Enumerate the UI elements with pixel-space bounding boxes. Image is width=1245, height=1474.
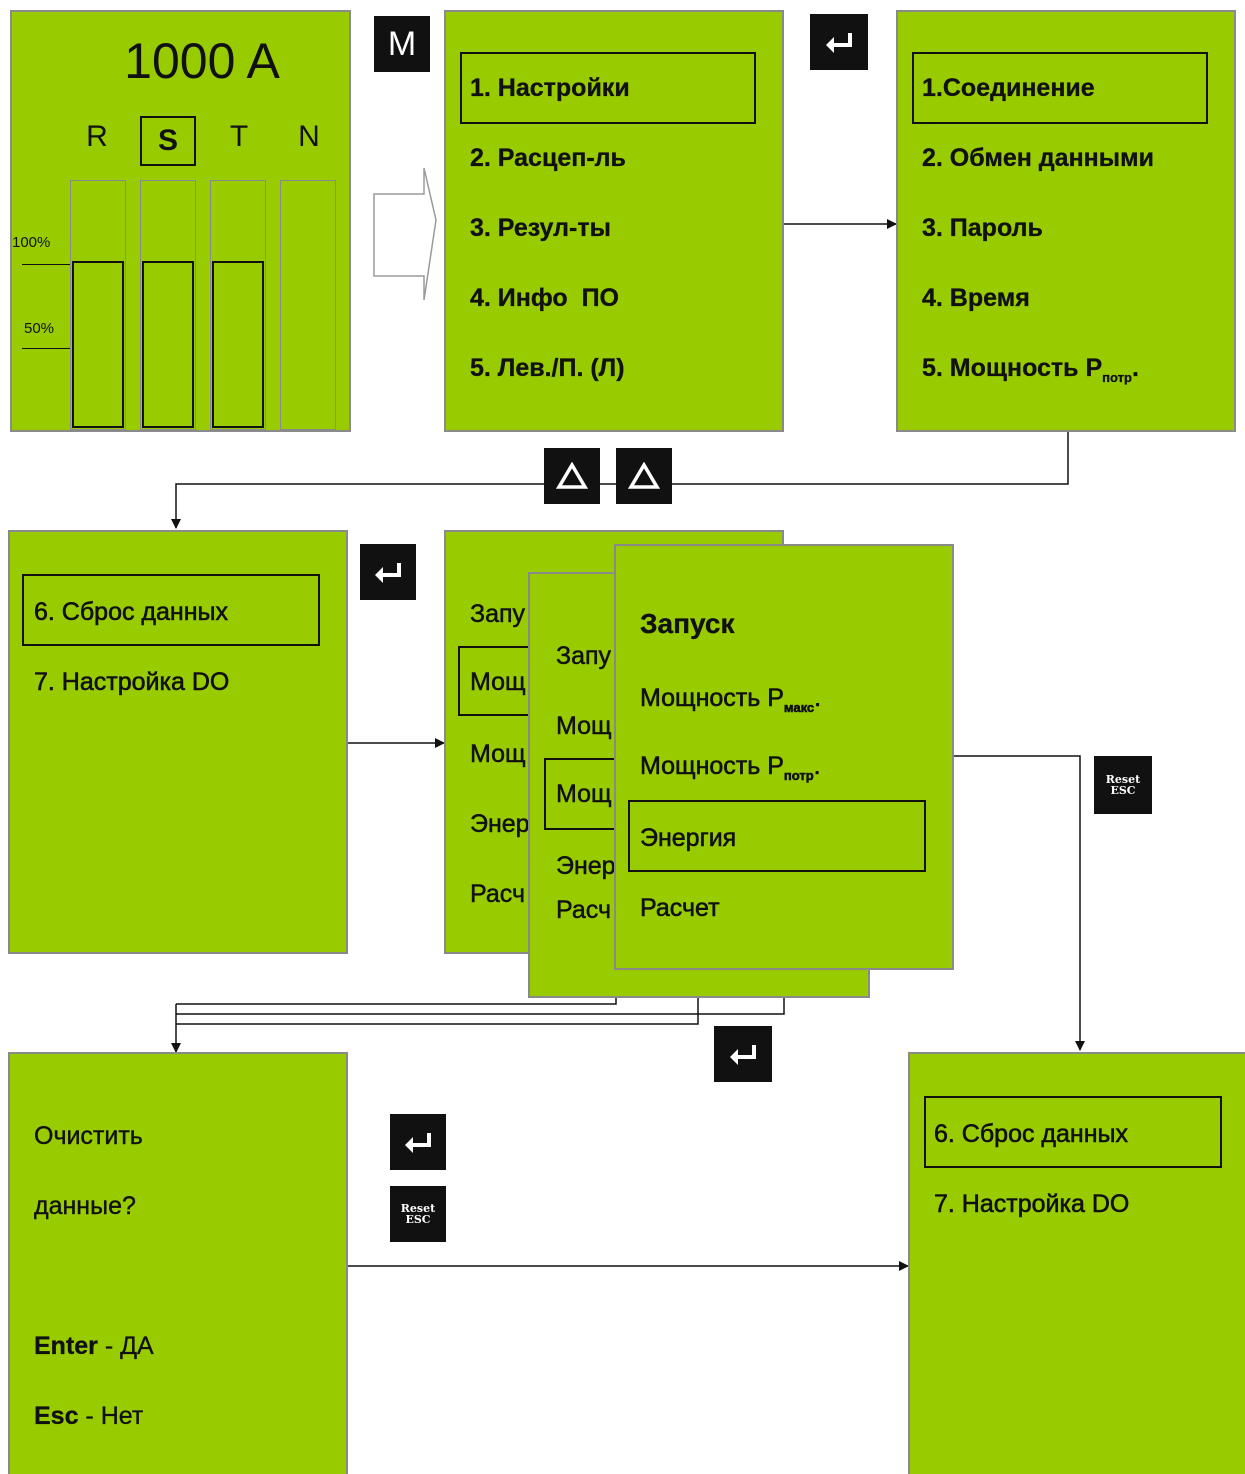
reset-key-bottom-label: ESC [1110,784,1136,797]
transition-arrow-icon [373,167,437,301]
settings-item-password[interactable]: 3. Пароль [922,214,1043,242]
up-key-2[interactable] [616,448,672,504]
settings-item-reset-data[interactable]: 6. Сброс данных [34,598,229,627]
result-menu-panel: 6. Сброс данных 7. Настройка DO [908,1052,1245,1474]
reset-back-item-pmax: Мощ [470,668,526,697]
settings-item-power-label: 5. Мощность P [922,354,1103,382]
settings-menu-panel: 1.Соединение 2. Обмен данными 3. Пароль … [896,10,1236,432]
confirm-esc-no[interactable]: Esc - Нет [34,1402,144,1431]
reset-front-pmax-suffix: . [814,684,822,713]
scale-50-line [22,348,70,349]
phase-r-bar [72,261,124,428]
reset-back-item-start: Запу [470,600,526,629]
enter-key[interactable] [810,14,868,70]
settings-item-data-exchange[interactable]: 2. Обмен данными [922,144,1154,172]
enter-key[interactable] [360,544,416,600]
reset-esc-key[interactable]: Reset ESC [390,1186,446,1242]
confirm-clear-panel: Очистить данные? Enter - ДА Esc - Нет [8,1052,348,1474]
reset-front-item-pcons[interactable]: Мощность Pпотр. [640,752,821,784]
reset-esc-key[interactable]: Reset ESC [1094,756,1152,814]
reset-front-pcons-sub: потр [783,768,814,784]
reset-back-item-calc: Расч [470,880,526,909]
phase-t-bar [212,261,264,428]
reset-front-title: Запуск [640,608,735,639]
reset-key-top-label: Reset [400,1202,436,1215]
up-key[interactable] [544,448,600,504]
phase-t-label: T [229,120,249,153]
main-menu-item-firmware-info[interactable]: 4. Инфо ПО [470,284,619,312]
phase-n-bar-frame [280,180,336,430]
current-meter-panel: 1000 A R S T N 100% 50% [10,10,351,432]
reset-front-selection [628,800,926,872]
settings-item-time[interactable]: 4. Время [922,284,1030,312]
phase-t-bar-frame [210,180,266,430]
enter-arrow-icon [405,1133,431,1153]
reset-key-top-label: Reset [1105,773,1141,786]
main-menu-selection [460,52,756,124]
triangle-up-icon [628,462,660,489]
reset-mid-item-energy: Энер [556,852,616,881]
enter-arrow-icon [826,33,852,53]
scale-100-label: 100% [12,234,51,251]
reset-mid-item-calc: Расч [556,896,612,925]
reset-front-item-calc[interactable]: Расчет [640,894,720,923]
scale-100-line [22,264,70,265]
enter-key[interactable] [714,1026,772,1082]
main-menu-panel: 1. Настройки 2. Расцеп-ль 3. Резул-ты 4.… [444,10,784,432]
menu-key[interactable]: M [374,16,430,72]
result-menu-selection [924,1096,1222,1168]
menu-key-label: M [387,24,417,63]
confirm-question-line1: Очистить [34,1122,143,1150]
triangle-up-icon [556,462,588,489]
phase-n-label: N [298,120,320,153]
phase-s-bar [142,261,194,428]
reset-options-panel-front: Запуск Мощность Pмакс. Мощность Pпотр. Э… [614,544,954,970]
reset-front-item-pmax[interactable]: Мощность Pмакс. [640,684,822,716]
confirm-esc-key: Esc [34,1402,79,1430]
settings-page2-selection [22,574,320,646]
reset-back-item-energy: Энер [470,810,530,839]
settings-item-power-suffix: . [1131,354,1139,382]
settings-menu-selection [912,52,1208,124]
main-menu-item-trip-unit[interactable]: 2. Расцеп-ль [470,144,626,172]
reset-mid-item-pcons: Мощ [556,780,612,809]
confirm-question-line2: данные? [34,1192,136,1220]
confirm-enter-yes[interactable]: Enter - ДА [34,1332,154,1361]
confirm-enter-key: Enter [34,1332,98,1360]
confirm-enter-text: - ДА [97,1332,154,1360]
settings-item-power-sub: потр [1102,370,1132,385]
main-menu-item-results[interactable]: 3. Резул-ты [470,214,611,242]
reset-mid-item-start: Запу [556,642,612,671]
settings-item-power-consumption[interactable]: 5. Мощность Pпотр. [922,354,1139,385]
phase-s-label: S [140,116,196,166]
reset-front-pcons-suffix: . [813,752,821,781]
result-item-reset-data[interactable]: 6. Сброс данных [934,1120,1129,1149]
scale-50-label: 50% [24,320,55,337]
main-menu-item-settings[interactable]: 1. Настройки [470,74,630,102]
phase-s-bar-frame [140,180,196,430]
settings-menu-page2-panel: 6. Сброс данных 7. Настройка DO [8,530,348,954]
reset-mid-item-pmax: Мощ [556,712,612,741]
reset-key-bottom-label: ESC [405,1213,431,1226]
reset-front-pcons-label: Мощность P [640,752,784,781]
reset-front-pmax-label: Мощность P [640,684,784,713]
phase-r-label: R [86,120,108,153]
main-menu-item-left-right[interactable]: 5. Лев./П. (Л) [470,354,625,382]
result-item-do-config[interactable]: 7. Настройка DO [934,1190,1130,1219]
enter-arrow-icon [730,1045,756,1065]
phase-r-bar-frame [70,180,126,430]
confirm-esc-text: - Нет [78,1402,144,1430]
reset-front-pmax-sub: макс [783,700,815,716]
settings-item-do-config[interactable]: 7. Настройка DO [34,668,230,697]
current-readout: 1000 A [124,33,280,89]
reset-back-item-pcons: Мощ [470,740,526,769]
settings-item-connection[interactable]: 1.Соединение [922,74,1095,102]
enter-key[interactable] [390,1114,446,1170]
reset-front-item-energy[interactable]: Энергия [640,824,737,853]
enter-arrow-icon [375,563,401,583]
